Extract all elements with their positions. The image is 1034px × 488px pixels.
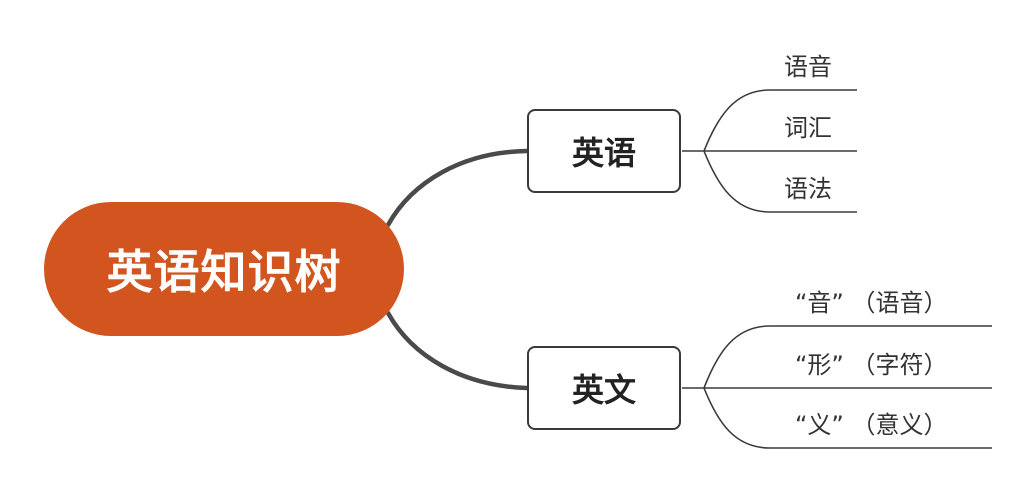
branch-node-english[interactable]: 英语 bbox=[527, 109, 681, 193]
leaf-english-vocabulary[interactable]: 词汇 bbox=[784, 114, 832, 142]
leaf-chinese-meaning[interactable]: “义” （意义） bbox=[795, 411, 948, 439]
branch-node-chinese[interactable]: 英文 bbox=[527, 346, 681, 430]
root-node[interactable]: 英语知识树 bbox=[44, 202, 404, 336]
leaf-chinese-sound[interactable]: “音” （语音） bbox=[795, 289, 948, 317]
connector-chinese-leaf-1 bbox=[682, 325, 992, 389]
leaf-english-phonetics[interactable]: 语音 bbox=[784, 53, 832, 81]
leaf-english-grammar[interactable]: 语法 bbox=[784, 175, 832, 203]
connector-english-leaf-3 bbox=[703, 150, 857, 213]
leaf-chinese-form[interactable]: “形” （字符） bbox=[795, 351, 948, 379]
connector-root-english bbox=[385, 148, 530, 228]
connector-chinese-leaf-3 bbox=[703, 387, 992, 449]
connector-english-leaf-1 bbox=[682, 89, 857, 152]
connector-root-chinese bbox=[385, 310, 530, 391]
